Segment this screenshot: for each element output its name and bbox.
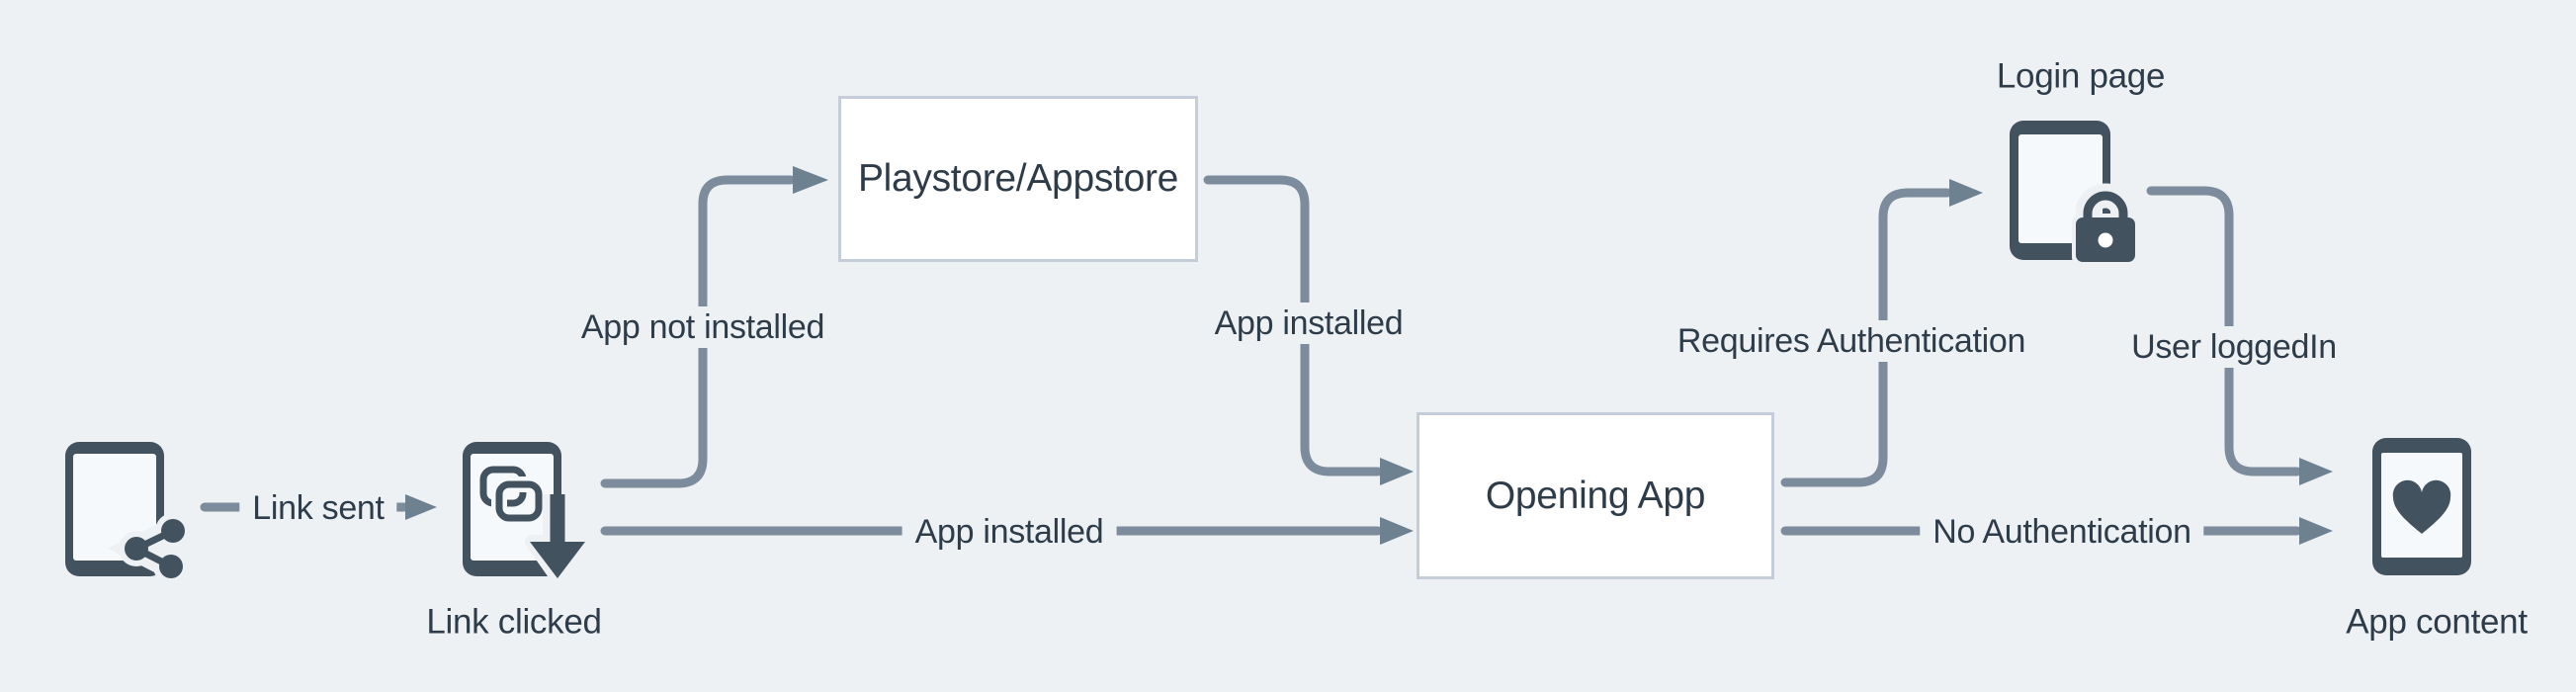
phone-lock-icon	[2010, 121, 2139, 266]
phone-share-icon	[65, 442, 191, 584]
phone-heart-icon	[2372, 438, 2471, 575]
edge-label-link-sent: Link sent	[239, 487, 397, 529]
node-label-app-content: App content	[2346, 602, 2528, 642]
edge-label-no-authentication: No Authentication	[1920, 511, 2204, 553]
lock-icon	[2072, 183, 2139, 266]
node-opening-app-box: Opening App	[1417, 412, 1774, 579]
arrowhead-icon	[1380, 517, 1414, 545]
node-label-login-page: Login page	[1996, 56, 2166, 96]
download-arrow-icon	[525, 494, 590, 585]
edge-label-app-installed-via-store: App installed	[1201, 303, 1417, 344]
arrowhead-icon	[2299, 517, 2333, 545]
node-playstore-box: Playstore/Appstore	[838, 96, 1198, 262]
phone-link-icon	[463, 442, 590, 585]
arrowhead-icon	[793, 166, 828, 194]
edge-label-requires-authentication: Requires Authentication	[1664, 320, 2039, 362]
heart-icon	[2392, 479, 2451, 534]
node-playstore-label: Playstore/Appstore	[857, 157, 1179, 200]
link-icon	[479, 466, 547, 526]
node-opening-app-label: Opening App	[1485, 474, 1706, 517]
arrowhead-icon	[1949, 179, 1983, 207]
edge-label-app-installed-direct: App installed	[902, 511, 1117, 553]
node-label-link-clicked: Link clicked	[426, 602, 602, 642]
arrowhead-icon	[2299, 458, 2333, 485]
edge-label-app-not-installed: App not installed	[567, 306, 838, 348]
arrowhead-icon	[405, 494, 437, 520]
share-icon	[107, 513, 191, 584]
edge-label-user-logged-in: User loggedIn	[2118, 326, 2350, 368]
arrowhead-icon	[1380, 458, 1414, 485]
